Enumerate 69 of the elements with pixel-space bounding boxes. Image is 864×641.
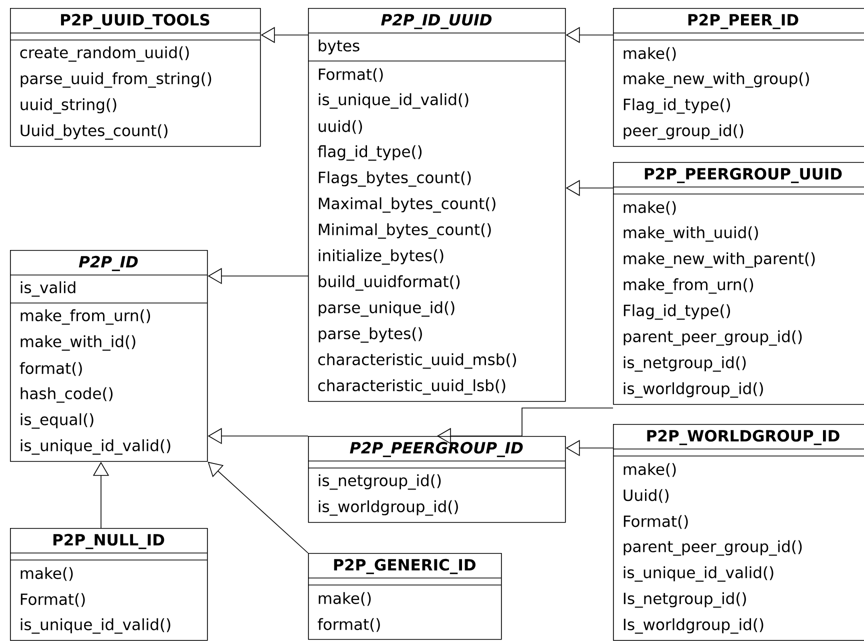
method: parse_uuid_from_string() bbox=[20, 72, 212, 88]
method: make_with_id() bbox=[20, 335, 136, 351]
class-box bbox=[10, 250, 208, 462]
class-box bbox=[612, 424, 864, 641]
method: format() bbox=[20, 362, 82, 376]
method: hash_code() bbox=[20, 387, 113, 403]
method: Flag_id_type() bbox=[624, 98, 730, 114]
method: characteristic_uuid_lsb() bbox=[318, 379, 506, 395]
method: make_from_urn() bbox=[624, 278, 754, 294]
class-name: P2P_PEERGROUP_ID bbox=[350, 442, 523, 458]
method: is_worldgroup_id() bbox=[624, 382, 763, 398]
method: uuid_string() bbox=[20, 98, 116, 114]
method: is_unique_id_valid() bbox=[624, 566, 774, 582]
method: make() bbox=[20, 567, 73, 581]
method: make() bbox=[624, 201, 676, 215]
method: is_unique_id_valid() bbox=[20, 618, 170, 634]
method: Is_netgroup_id() bbox=[624, 592, 746, 608]
method: make_from_urn() bbox=[20, 309, 150, 325]
method: characteristic_uuid_msb() bbox=[318, 353, 516, 369]
method: make_with_uuid() bbox=[624, 226, 758, 242]
class-box bbox=[308, 8, 566, 402]
method: parent_peer_group_id() bbox=[624, 540, 802, 556]
method: make_new_with_group() bbox=[624, 72, 809, 88]
method: is_netgroup_id() bbox=[624, 356, 746, 372]
method: initialize_bytes() bbox=[318, 249, 444, 265]
method: Format() bbox=[318, 68, 383, 82]
method: uuid() bbox=[318, 120, 362, 134]
class-box bbox=[308, 553, 502, 640]
method: is_worldgroup_id() bbox=[318, 500, 458, 516]
class-box bbox=[612, 162, 864, 405]
attribute: is_valid bbox=[20, 281, 76, 297]
method: create_random_uuid() bbox=[20, 46, 189, 62]
method: Is_worldgroup_id() bbox=[624, 618, 764, 634]
method: Uuid_bytes_count() bbox=[20, 124, 168, 140]
class-name: P2P_WORLDGROUP_ID bbox=[647, 430, 840, 446]
method: Minimal_bytes_count() bbox=[318, 223, 491, 239]
method: Flags_bytes_count() bbox=[318, 171, 471, 187]
method: Format() bbox=[624, 515, 688, 529]
class-name: P2P_PEERGROUP_UUID bbox=[644, 168, 842, 184]
method: Flag_id_type() bbox=[624, 304, 730, 320]
method: format() bbox=[318, 618, 380, 632]
class-name: P2P_GENERIC_ID bbox=[334, 558, 476, 574]
class-box bbox=[10, 8, 261, 147]
class-box bbox=[10, 528, 208, 641]
method: make() bbox=[624, 463, 676, 477]
attribute: bytes bbox=[318, 40, 360, 54]
method: make() bbox=[624, 47, 676, 61]
class-name: P2P_ID bbox=[78, 256, 138, 272]
method: peer_group_id() bbox=[624, 124, 744, 140]
method: Format() bbox=[20, 593, 85, 607]
class-name: P2P_PEER_ID bbox=[688, 14, 798, 30]
class-name: P2P_UUID_TOOLS bbox=[61, 14, 210, 30]
method: make_new_with_parent() bbox=[624, 252, 815, 268]
class-name: P2P_ID_UUID bbox=[381, 14, 492, 30]
method: Maximal_bytes_count() bbox=[318, 197, 496, 213]
method: parent_peer_group_id() bbox=[624, 330, 802, 346]
class-box bbox=[612, 8, 864, 147]
method: is_unique_id_valid() bbox=[318, 93, 468, 109]
method: parse_bytes() bbox=[318, 327, 422, 343]
method: is_unique_id_valid() bbox=[20, 439, 170, 455]
class-box bbox=[308, 436, 566, 523]
method: parse_unique_id() bbox=[318, 301, 454, 317]
method: Uuid() bbox=[624, 489, 668, 503]
class-name: P2P_NULL_ID bbox=[53, 534, 164, 550]
method: is_equal() bbox=[20, 413, 94, 429]
method: is_netgroup_id() bbox=[318, 474, 441, 490]
method: flag_id_type() bbox=[318, 145, 422, 161]
method: build_uuidformat() bbox=[318, 275, 460, 291]
method: make() bbox=[318, 592, 371, 606]
